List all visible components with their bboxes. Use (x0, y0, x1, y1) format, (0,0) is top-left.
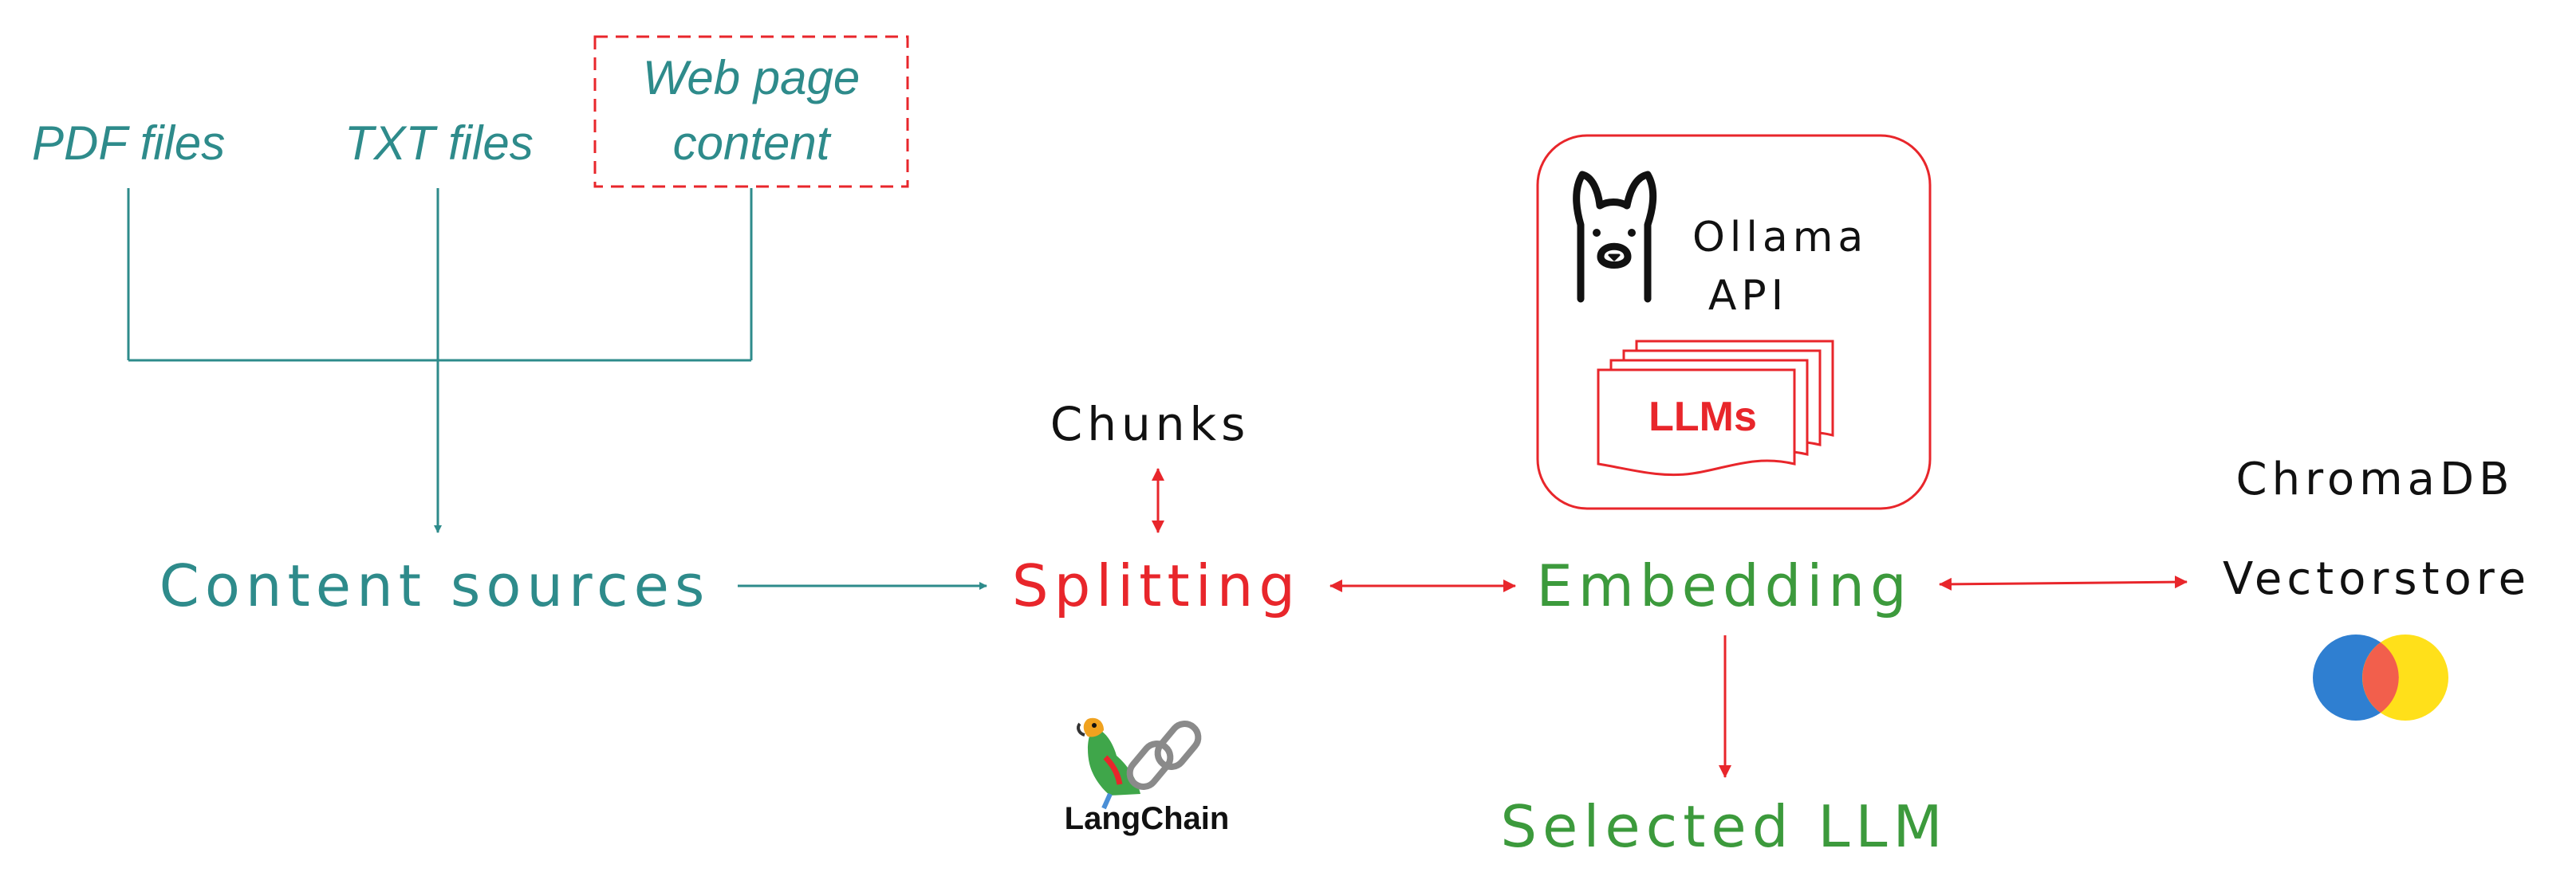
chromadb-label: ChromaDB (2235, 454, 2514, 505)
source-merge-connector (127, 188, 753, 533)
arrow-embedding-vectorstore (1939, 576, 2188, 591)
web-page-content-box (593, 35, 909, 188)
chain-link-icon (1126, 721, 1202, 790)
llama-icon (1573, 171, 1657, 303)
stage-selected-llm: Selected LLM (1500, 793, 1948, 860)
source-txt-files: TXT files (345, 116, 534, 170)
stage-content-sources: Content sources (160, 552, 711, 619)
langchain-label: LangChain (1065, 801, 1230, 836)
llms-label: LLMs (1648, 394, 1757, 440)
source-pdf-files: PDF files (32, 116, 225, 170)
source-web-page-line1: Web page (643, 51, 860, 104)
stage-embedding: Embedding (1536, 552, 1912, 619)
llm-documents-icon (1597, 340, 1834, 477)
source-web-page-line2: content (673, 116, 832, 170)
ollama-label: Ollama (1692, 214, 1868, 261)
chunks-label: Chunks (1050, 397, 1251, 451)
ollama-api-box (1536, 134, 1932, 510)
chromadb-logo-icon (2313, 635, 2448, 721)
vectorstore-label: Vectorstore (2223, 553, 2531, 605)
parrot-icon (1077, 717, 1140, 810)
api-label: API (1708, 272, 1788, 320)
stage-splitting: Splitting (1012, 552, 1301, 619)
